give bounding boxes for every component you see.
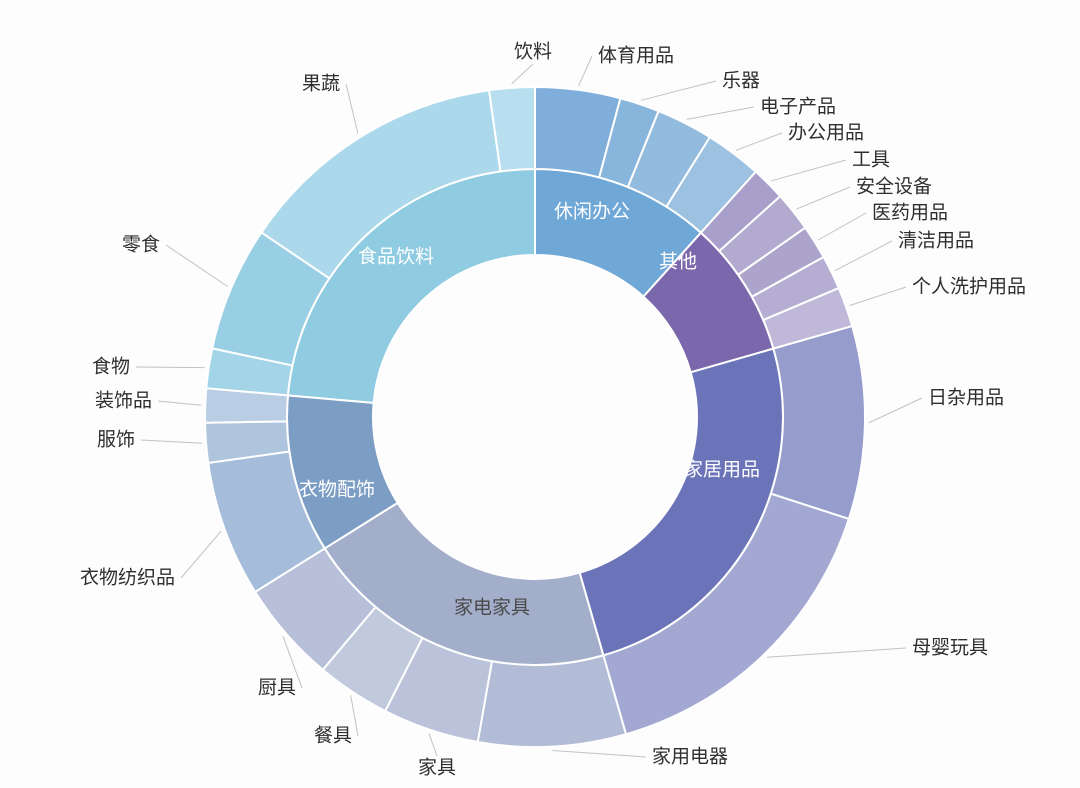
leader-line bbox=[771, 159, 847, 182]
subcategory-label: 乐器 bbox=[722, 70, 760, 92]
leader-line bbox=[140, 439, 203, 444]
leader-line bbox=[578, 55, 593, 87]
subcategory-label: 母婴玩具 bbox=[912, 637, 988, 659]
leader-lines-layer bbox=[135, 55, 923, 758]
leader-line bbox=[640, 80, 717, 101]
leader-line bbox=[849, 286, 907, 306]
subcategory-label: 医药用品 bbox=[872, 202, 948, 224]
sunburst-outer-slice bbox=[769, 325, 866, 520]
leader-line bbox=[868, 397, 923, 424]
leader-line bbox=[165, 244, 228, 287]
subcategory-label: 工具 bbox=[852, 150, 890, 171]
subcategory-label: 服饰 bbox=[97, 429, 135, 451]
subcategory-label: 饮料 bbox=[514, 41, 552, 63]
subcategory-label: 衣物纺织品 bbox=[80, 567, 175, 589]
leader-line bbox=[686, 106, 755, 120]
leader-line bbox=[180, 530, 222, 579]
category-label: 其他 bbox=[659, 251, 697, 273]
subcategory-label: 日杂用品 bbox=[928, 387, 1004, 409]
subcategory-label: 家具 bbox=[418, 757, 456, 779]
category-label: 休闲办公 bbox=[554, 201, 630, 223]
category-label: 衣物配饰 bbox=[299, 479, 375, 501]
sunburst-outer-slice bbox=[488, 86, 536, 173]
category-label: 食品饮料 bbox=[358, 246, 434, 268]
leader-line bbox=[834, 240, 893, 272]
subcategory-label: 餐具 bbox=[314, 725, 352, 747]
sunburst-outer-slice bbox=[476, 654, 627, 748]
subcategory-label: 厨具 bbox=[258, 678, 296, 699]
subcategory-label: 零食 bbox=[122, 234, 160, 256]
leader-line bbox=[511, 63, 534, 85]
leader-line bbox=[135, 366, 205, 369]
subcategory-label: 个人洗护用品 bbox=[912, 276, 1026, 298]
leader-line bbox=[796, 186, 851, 210]
leader-line bbox=[735, 132, 783, 151]
subcategory-label: 家用电器 bbox=[652, 746, 728, 768]
leader-line bbox=[428, 733, 438, 757]
subcategory-label: 装饰品 bbox=[95, 390, 152, 412]
subcategory-label: 果蔬 bbox=[302, 73, 340, 95]
subcategory-label: 安全设备 bbox=[856, 176, 932, 198]
leader-line bbox=[766, 647, 907, 658]
category-label: 家电家具 bbox=[454, 597, 530, 619]
subcategory-label: 办公用品 bbox=[788, 122, 864, 144]
subcategory-label: 食物 bbox=[92, 356, 130, 378]
leader-line bbox=[552, 750, 647, 758]
subcategory-label: 体育用品 bbox=[598, 45, 674, 67]
leader-line bbox=[350, 695, 359, 737]
category-label: 家居用品 bbox=[684, 459, 760, 481]
leader-line bbox=[282, 635, 303, 689]
leader-line bbox=[817, 212, 867, 241]
slices-layer bbox=[204, 86, 866, 748]
subcategory-label: 电子产品 bbox=[760, 96, 836, 118]
leader-line bbox=[157, 400, 202, 406]
leader-line bbox=[345, 83, 359, 134]
subcategory-label: 清洁用品 bbox=[898, 230, 974, 252]
